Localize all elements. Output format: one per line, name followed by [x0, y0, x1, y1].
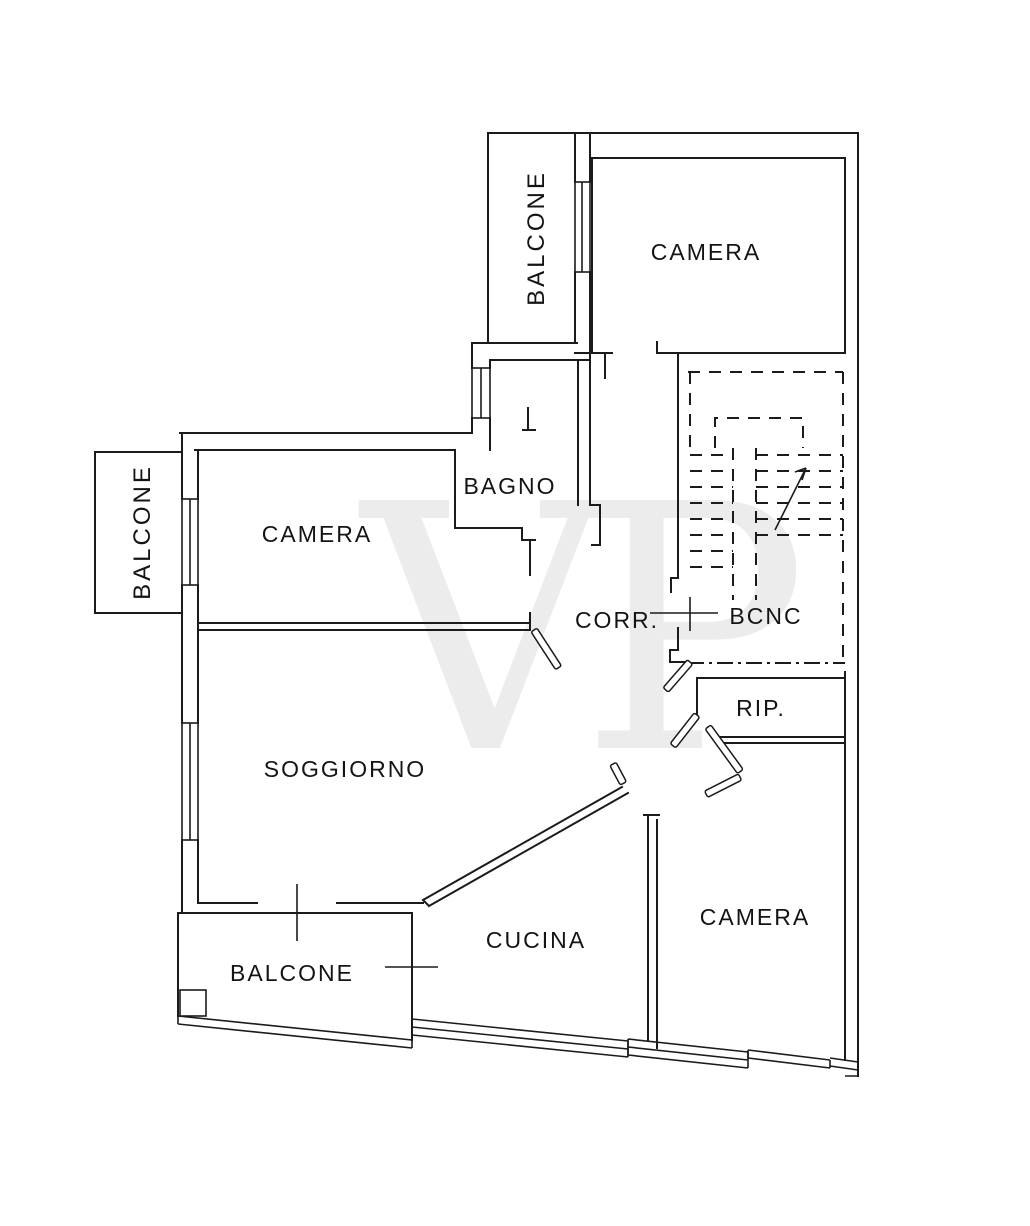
label-balcone-bottom: BALCONE [230, 960, 354, 986]
label-cucina: CUCINA [486, 927, 586, 953]
windows [181, 181, 591, 841]
window-camera-left [181, 498, 199, 586]
doors [531, 628, 744, 798]
window-band-corner [829, 1057, 859, 1077]
stairwell [688, 371, 845, 664]
door-camera-bottom-a [705, 724, 744, 774]
window-band-camera-2 [747, 1049, 831, 1069]
window-balcone-top [574, 181, 591, 273]
door-camera-bottom-b [704, 773, 742, 798]
label-ripostiglio: RIP. [736, 695, 786, 721]
label-soggiorno: SOGGIORNO [264, 756, 426, 782]
door-ticks [296, 597, 718, 968]
balcony-railing [177, 1015, 413, 1049]
stairs-direction-arrow [774, 467, 807, 531]
door-soggiorno [531, 628, 562, 670]
label-corridoio: CORR. [575, 607, 659, 633]
window-column [471, 367, 491, 419]
label-camera-left: CAMERA [262, 521, 372, 547]
label-camera-top: CAMERA [651, 239, 761, 265]
balcony-pillar [179, 989, 207, 1017]
window-band-camera-1 [627, 1038, 749, 1069]
door-bcnc [663, 659, 693, 693]
tick-bcnc-threshold [650, 597, 718, 631]
window-soggiorno [181, 722, 199, 841]
label-bcnc: BCNC [729, 603, 802, 629]
walls [94, 132, 859, 1077]
label-camera-bottom: CAMERA [700, 904, 810, 930]
room-labels: BALCONE CAMERA BAGNO CAMERA BALCONE CORR… [129, 170, 810, 986]
bottom-window-bands [177, 1015, 859, 1077]
label-balcone-left: BALCONE [129, 464, 156, 600]
label-bagno: BAGNO [463, 473, 556, 499]
door-cucina-jamb [609, 762, 627, 786]
label-balcone-top: BALCONE [523, 170, 550, 306]
window-band-cucina [411, 1018, 629, 1058]
door-rip [670, 712, 700, 748]
